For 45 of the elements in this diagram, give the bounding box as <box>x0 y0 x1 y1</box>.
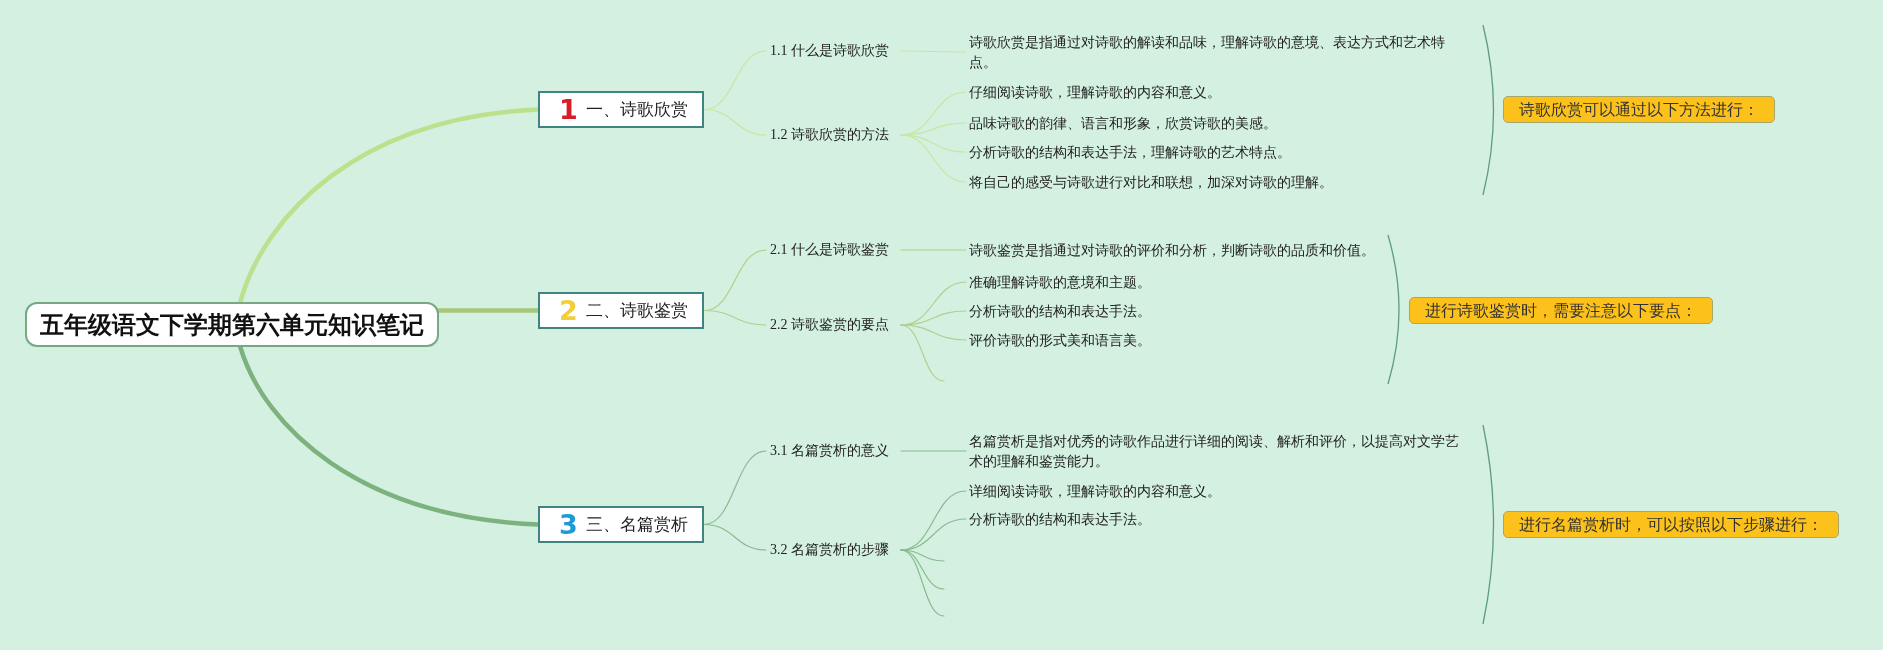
topic-title: 一、诗歌欣赏 <box>585 98 688 121</box>
note-text: 名篇赏析是指对优秀的诗歌作品进行详细的阅读、解析和评价，以提高对文学艺术的理解和鉴赏能力。 <box>969 431 1469 471</box>
priority-number: 1 <box>559 94 578 125</box>
branch-line <box>703 523 767 551</box>
note-text: 分析诗歌的结构和表达手法，理解诗歌的艺术特点。 <box>969 143 1291 161</box>
note-text: 评价诗歌的形式美和语言美。 <box>969 331 1151 349</box>
subtopic-label: 2.1 什么是诗歌鉴赏 <box>770 241 889 259</box>
branch-line <box>900 549 945 617</box>
subtopic-label: 1.1 什么是诗歌欣赏 <box>770 42 889 60</box>
branch-line <box>900 249 967 251</box>
priority-number: 2 <box>559 295 578 326</box>
branch-line <box>900 450 967 452</box>
topic-box <box>538 292 704 329</box>
note-text: 诗歌欣赏是指通过对诗歌的解读和品味，理解诗歌的意境、表达方式和艺术特点。 <box>969 32 1453 72</box>
branch-line <box>900 549 945 562</box>
branch-line <box>703 108 767 136</box>
branch-line <box>703 450 767 526</box>
topic-title: 二、诗歌鉴赏 <box>585 299 688 322</box>
branch-line <box>900 134 967 153</box>
subtopic-label: 3.2 名篇赏析的步骤 <box>770 541 889 559</box>
note-text: 诗歌鉴赏是指通过对诗歌的评价和分析，判断诗歌的品质和价值。 <box>969 241 1375 259</box>
topic-title: 三、名篇赏析 <box>585 513 688 536</box>
branch-line <box>900 50 967 53</box>
subtopic-label: 1.2 诗歌欣赏的方法 <box>770 126 889 144</box>
note-text: 分析诗歌的结构和表达手法。 <box>969 302 1151 320</box>
branch-line <box>703 309 767 326</box>
note-text: 品味诗歌的韵律、语言和形象，欣赏诗歌的美感。 <box>969 114 1277 132</box>
branch-line <box>900 134 967 183</box>
subtopic-label: 3.1 名篇赏析的意义 <box>770 442 889 460</box>
summary-box: 进行名篇赏析时，可以按照以下步骤进行： <box>1503 511 1839 538</box>
branch-line <box>900 518 967 551</box>
note-text: 详细阅读诗歌，理解诗歌的内容和意义。 <box>969 482 1221 500</box>
note-text: 仔细阅读诗歌，理解诗歌的内容和意义。 <box>969 83 1221 101</box>
note-text: 准确理解诗歌的意境和主题。 <box>969 273 1151 291</box>
summary-box: 诗歌欣赏可以通过以下方法进行： <box>1503 96 1775 123</box>
topic-box <box>538 506 704 543</box>
branch-line <box>900 324 945 382</box>
priority-number: 3 <box>559 509 578 540</box>
subtopic-label: 2.2 诗歌鉴赏的要点 <box>770 316 889 334</box>
central-topic-box: 五年级语文下学期第六单元知识笔记 <box>25 302 439 347</box>
branch-line <box>900 324 967 341</box>
note-text: 将自己的感受与诗歌进行对比和联想，加深对诗歌的理解。 <box>969 173 1333 191</box>
summary-box: 进行诗歌鉴赏时，需要注意以下要点： <box>1409 297 1713 324</box>
topic-box <box>538 91 704 128</box>
note-text: 分析诗歌的结构和表达手法。 <box>969 510 1151 528</box>
